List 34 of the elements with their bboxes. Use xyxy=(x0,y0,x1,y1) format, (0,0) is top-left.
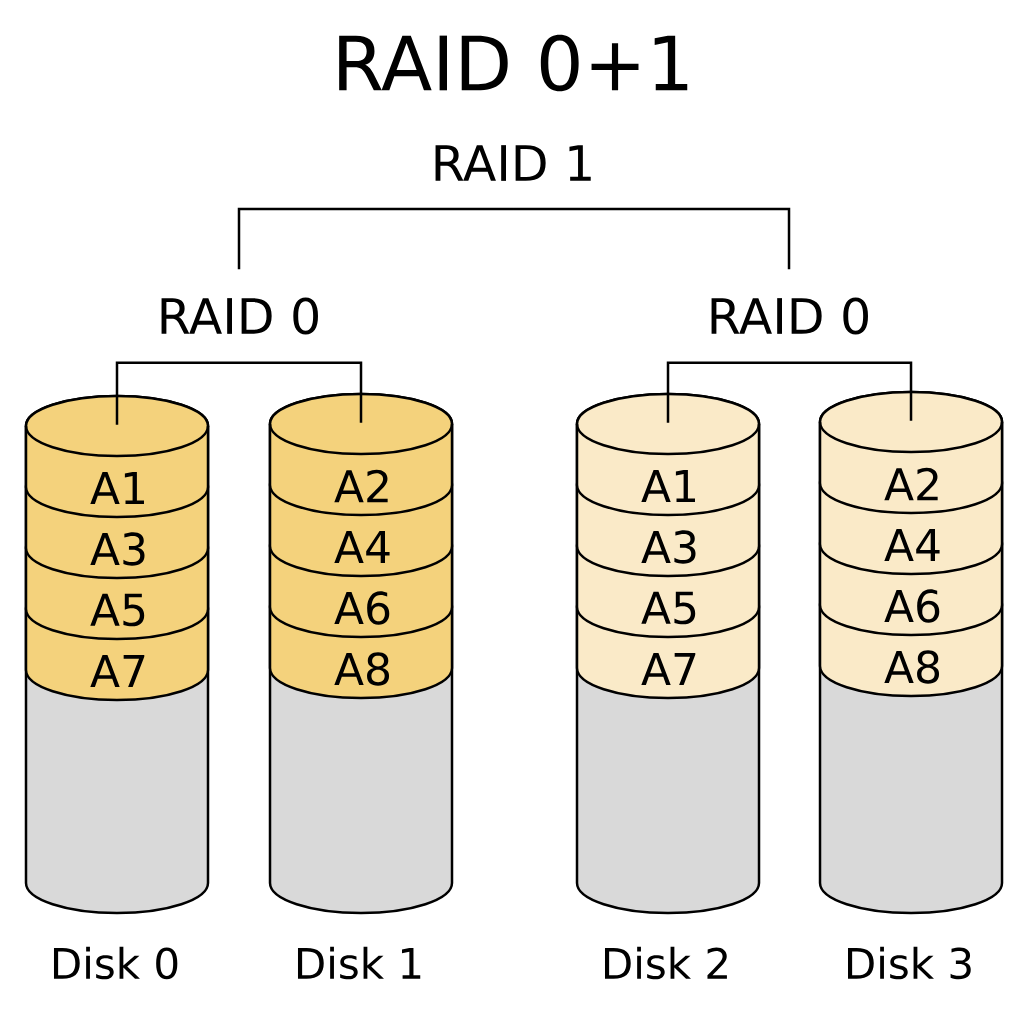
block-label: A1 xyxy=(90,471,144,505)
disk-cylinder xyxy=(24,394,210,915)
block-label: A7 xyxy=(90,654,145,688)
disk-label: Disk 2 xyxy=(605,946,727,980)
title: RAID 0+1 xyxy=(339,34,688,92)
bracket-connector xyxy=(513,207,791,270)
bracket-connector xyxy=(789,361,913,421)
bracket-connector xyxy=(115,361,239,425)
block-label: A5 xyxy=(641,591,696,625)
block-label: A4 xyxy=(884,528,940,562)
disk-label: Disk 3 xyxy=(848,946,971,980)
disk-label: Disk 1 xyxy=(298,946,421,980)
block-label: A5 xyxy=(90,593,145,627)
block-label: A7 xyxy=(641,652,696,686)
bracket-connector xyxy=(666,361,789,423)
block-label: A3 xyxy=(90,532,145,566)
raid-label: RAID 0 xyxy=(711,297,868,335)
block-label: A4 xyxy=(334,530,390,564)
disk-cylinder xyxy=(268,392,454,915)
bracket-connector xyxy=(237,207,513,270)
disk-label: Disk 0 xyxy=(54,946,178,980)
disk-cylinder xyxy=(575,392,761,915)
raid-label: RAID 0 xyxy=(161,297,318,335)
bracket-connector xyxy=(239,361,363,423)
block-label: A8 xyxy=(334,652,390,686)
block-label: A8 xyxy=(884,650,940,684)
block-label: A6 xyxy=(334,591,390,625)
block-label: A3 xyxy=(641,530,696,564)
block-label: A1 xyxy=(641,469,695,503)
block-label: A2 xyxy=(334,469,388,503)
block-label: A2 xyxy=(884,467,938,501)
block-label: A6 xyxy=(884,589,940,623)
disk-cylinder xyxy=(818,390,1004,915)
raid-label: RAID 1 xyxy=(435,145,591,181)
